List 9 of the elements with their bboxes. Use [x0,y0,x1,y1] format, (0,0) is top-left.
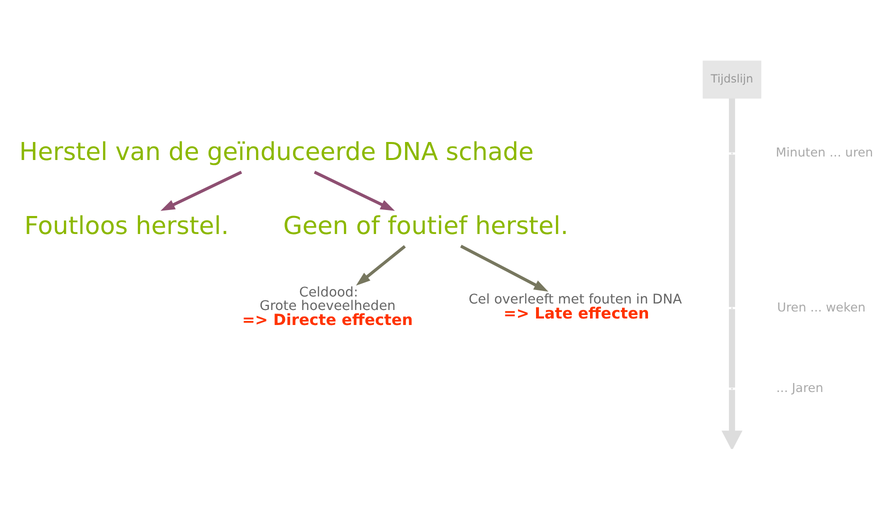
label: Uren ... weken [777,300,866,314]
node-text: Celdood: Grote hoeveelheden => Directe effecten [242,286,413,330]
node-text: Geen of foutief herstel. [283,210,568,240]
node-text: Herstel van de geïnduceerde DNA schade [19,136,534,166]
node-text: Foutloos herstel. [24,210,229,240]
node-text: Cel overleeft met fouten in DNA => Late effecten [468,292,682,322]
label: ... Jaren [776,380,824,395]
label: Tijdslijn [710,72,754,86]
label: Minuten ... uren [776,146,874,160]
